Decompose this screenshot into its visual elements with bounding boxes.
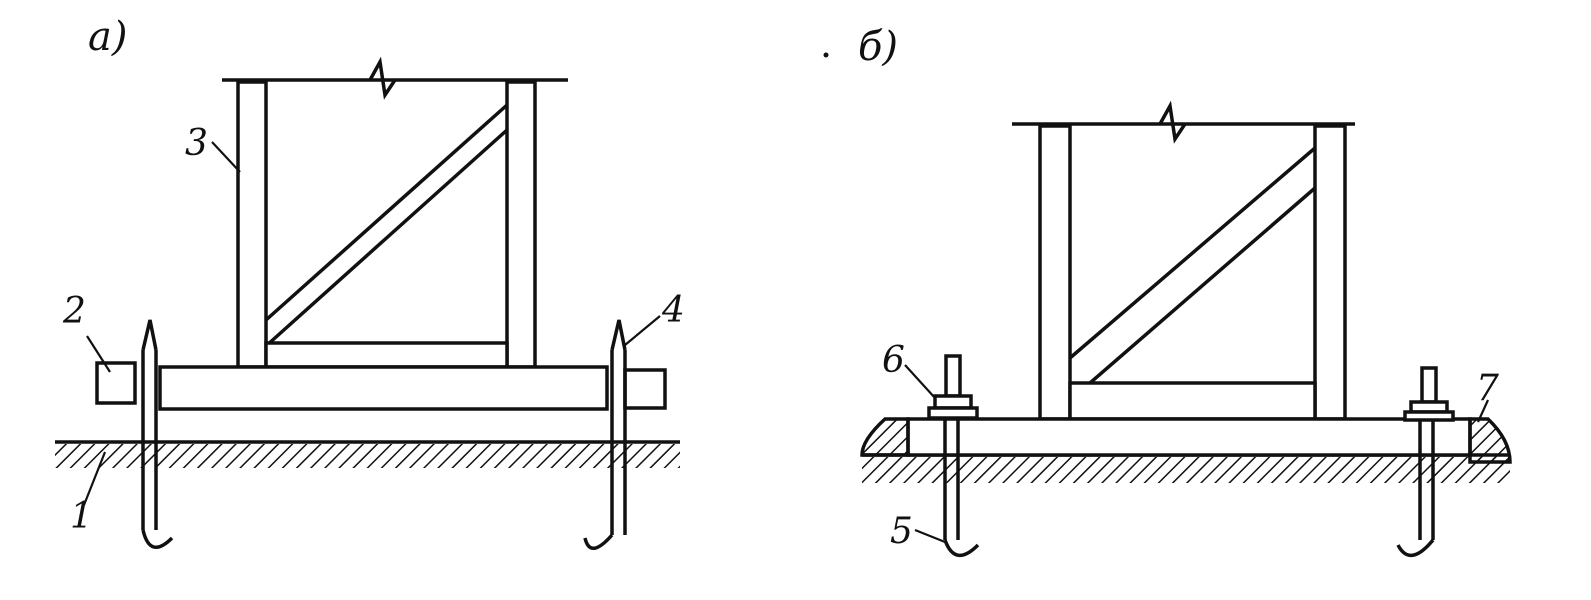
wedge-right — [1468, 417, 1512, 464]
panel-a: а) — [55, 14, 685, 550]
stop-block-left — [95, 361, 137, 405]
callout-3: 3 — [185, 123, 208, 164]
callout-2: 2 — [62, 291, 86, 332]
callout-5: 5 — [890, 511, 913, 552]
anchor-hook-right — [583, 319, 627, 550]
callout-7: 7 — [1476, 368, 1499, 409]
tower-frame-b — [1012, 100, 1355, 421]
anchor-bolt-left — [927, 354, 980, 557]
panel-a-title: а) — [88, 14, 127, 60]
anchor-bolt-right — [1396, 366, 1455, 557]
base-beam-b — [906, 417, 1472, 457]
base-beam-a — [158, 365, 609, 411]
callout-4: 4 — [661, 290, 685, 331]
wedge-left — [860, 417, 910, 457]
anchor-hook-left — [141, 319, 174, 549]
panel-b-title: б) — [858, 24, 898, 70]
stop-block-right — [623, 368, 667, 410]
panel-b: б) — [823, 24, 1512, 557]
callout-1: 1 — [70, 496, 93, 537]
callout-6: 6 — [882, 340, 905, 381]
tower-frame-a — [222, 56, 568, 369]
ground-a — [55, 440, 680, 468]
